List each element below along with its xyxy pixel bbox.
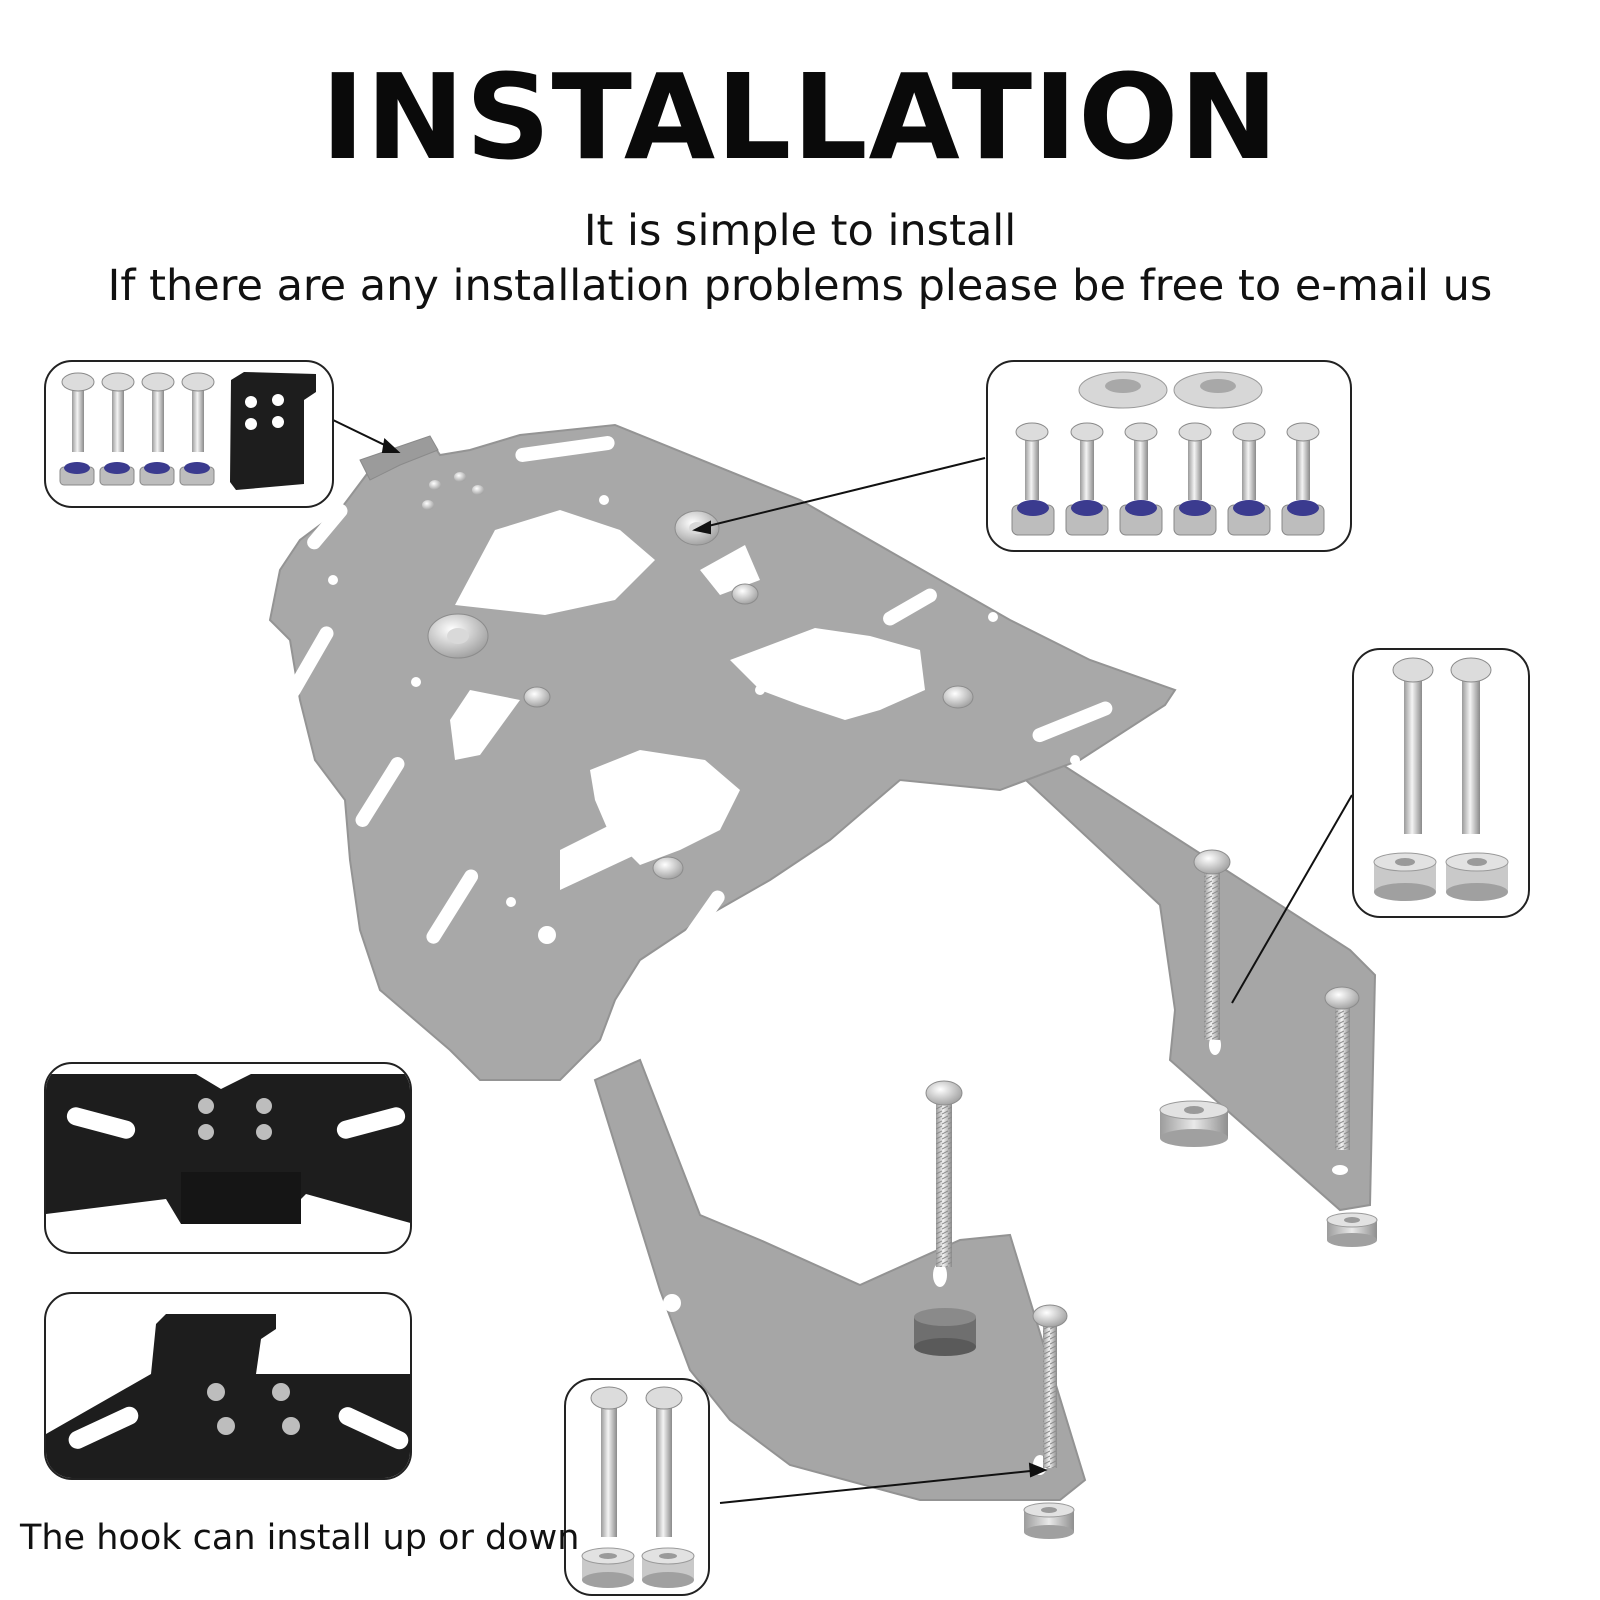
black-hook [230,372,316,490]
plate-cutout-4 [730,628,925,720]
rear-bolt-2 [1324,986,1360,1150]
front-bolt-illustration [581,1386,695,1588]
bolt-row [61,372,215,452]
nut-row [1011,500,1325,536]
front-bolt-2 [1032,1304,1068,1468]
plate-cutout-5 [560,820,635,890]
plate-cutout-6 [700,545,760,595]
front-left-bracket [593,1058,1087,1501]
subtitle-line-1: It is simple to install [583,206,1017,256]
nut-row [59,462,215,486]
hook-up-detail-panel [44,1292,412,1480]
plate-screws [422,472,974,880]
plate-slots [286,436,1113,963]
plate-cutout-2 [450,690,520,760]
washer-spacers [1078,371,1263,409]
hook-up-illustration [46,1314,410,1478]
rear-bolt-panel [1352,648,1530,918]
front-bolt-panel [564,1378,710,1596]
plate-cutout-3 [590,750,740,865]
page-title: INSTALLATION [320,48,1280,186]
front-bolt-1 [925,1080,963,1267]
top-hardware-panel [986,360,1352,552]
hook-down-illustration [46,1074,410,1224]
rear-bolt-illustration [1373,657,1509,901]
hook-caption: The hook can install up or down [20,1518,580,1558]
front-spacer-dark [914,1308,976,1356]
rear-bolt-1 [1193,849,1231,1040]
hook-hardware-panel [44,360,334,508]
rear-spacer-2 [1326,1212,1378,1247]
callout-lines [332,419,1353,1504]
front-spacer-2 [1023,1502,1075,1539]
subtitle-line-2: If there are any installation problems p… [107,261,1493,311]
hook-hardware-illustration [59,372,316,490]
rear-spacer-1 [1159,1100,1229,1147]
top-hardware-illustration [1011,371,1325,536]
plate-holes [328,495,1080,995]
plate-cutout-1 [455,510,655,615]
hook-down-detail-panel [44,1062,412,1254]
bolt-row [1015,422,1320,500]
